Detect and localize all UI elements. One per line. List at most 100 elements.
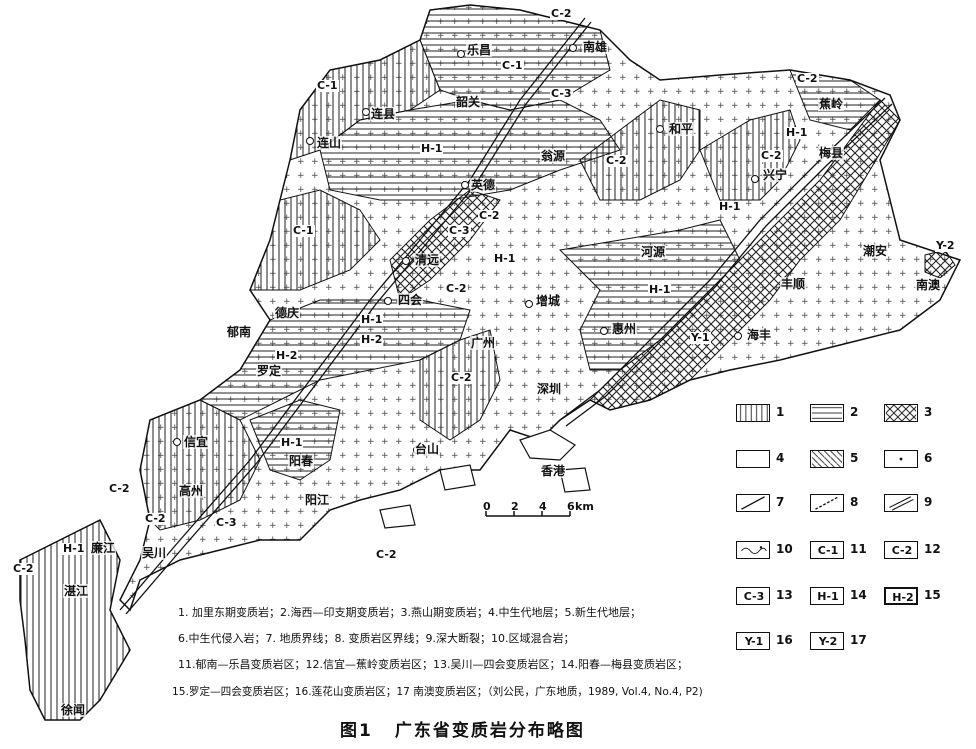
city-dot <box>734 332 742 340</box>
zone-c2-southwest <box>139 399 261 531</box>
city-dot <box>384 297 392 305</box>
legend-code-box: Y-1 <box>736 632 770 650</box>
legend-number: 3 <box>924 405 933 419</box>
zone-label: H-1 <box>360 313 384 326</box>
legend-number: 15 <box>924 588 941 602</box>
coastal-islands <box>379 429 591 529</box>
zone-label: H-2 <box>360 333 384 346</box>
legend-swatch-blank <box>736 450 770 468</box>
zone-label: C-3 <box>215 516 238 529</box>
zone-h1-north <box>319 99 621 201</box>
legend-code-box: H-2 <box>884 587 918 605</box>
legend-explanation-line-3: 11.郁南—乐昌变质岩区；12.信宜—蕉岭变质岩区；13.吴川—四会变质岩区；1… <box>178 658 688 671</box>
city-luoding: 罗定 <box>256 364 283 378</box>
legend-code: Y-1 <box>744 635 764 648</box>
deep-fault-north <box>119 17 592 615</box>
city-chaoan: 潮安 <box>862 244 889 258</box>
city-dot <box>173 438 181 446</box>
city-fengshun: 丰顺 <box>780 277 807 291</box>
zone-label: H-1 <box>62 542 86 555</box>
scale-tick: 4 <box>539 500 547 513</box>
city-xuwen: 徐闻 <box>60 703 87 717</box>
legend-number: 17 <box>850 633 867 647</box>
scale-tick: 2 <box>511 500 519 513</box>
legend-code: C-2 <box>891 544 913 557</box>
city-wuchuan: 吴川 <box>141 546 168 560</box>
legend-swatch-mixed <box>736 541 770 559</box>
legend-number: 16 <box>776 633 793 647</box>
zone-label: C-2 <box>605 154 628 167</box>
city-nanxiong: 南雄 <box>582 40 609 54</box>
legend-swatch-vertical <box>736 404 770 422</box>
zone-label: H-1 <box>493 252 517 265</box>
city-shenzhen: 深圳 <box>536 382 563 396</box>
city-deqing: 德庆 <box>274 306 301 320</box>
zone-label: H-1 <box>718 200 742 213</box>
legend-explanation-line-1: 1. 加里东期变质岩；2.海西—印支期变质岩；3.燕山期变质岩；4.中生代地层；… <box>178 606 641 619</box>
zone-label: H-1 <box>785 126 809 139</box>
figure-title: 广东省变质岩分布略图 <box>394 721 585 741</box>
city-xinyi: 信宜 <box>183 435 210 449</box>
zone-label: H-2 <box>275 349 299 362</box>
legend-number: 12 <box>924 542 941 556</box>
zone-label: C-3 <box>448 224 471 237</box>
legend-number: 14 <box>850 588 867 602</box>
city-yangchun: 阳春 <box>288 454 315 468</box>
zone-label: C-1 <box>292 224 315 237</box>
city-dot <box>751 175 759 183</box>
zone-label: C-2 <box>144 512 167 525</box>
zone-label: C-2 <box>108 482 131 495</box>
city-taishan: 台山 <box>414 442 441 456</box>
city-lianxian: 连县 <box>370 107 397 121</box>
legend-code-box: C-3 <box>736 587 770 605</box>
deep-fault-east <box>559 97 893 427</box>
legend-code: H-2 <box>892 591 914 604</box>
city-dot <box>402 257 410 265</box>
leizhou-peninsula <box>19 518 131 721</box>
legend-swatch-crosshatch <box>884 404 918 422</box>
city-zhanjiang: 湛江 <box>63 584 90 598</box>
legend-swatch-horizontal <box>810 404 844 422</box>
zone-label: C-2 <box>796 72 819 85</box>
city-jiaoling: 蕉岭 <box>818 97 845 111</box>
city-dot <box>525 300 533 308</box>
city-dot <box>656 125 664 133</box>
legend-number: 7 <box>776 495 785 509</box>
legend-code-box: H-1 <box>810 587 844 605</box>
city-dot <box>461 181 469 189</box>
legend-number: 6 <box>924 451 933 465</box>
scale-tick: 6 <box>567 500 575 513</box>
legend-code: H-1 <box>817 590 839 603</box>
city-shaoguan: 韶关 <box>455 95 482 109</box>
city-yangjiang: 阳江 <box>304 493 331 507</box>
city-yingde: 英德 <box>470 178 497 192</box>
zone-label: C-3 <box>550 87 573 100</box>
scale-unit: km <box>575 500 594 513</box>
zone-c2-guangzhou <box>419 329 501 441</box>
legend-swatch-diagonal <box>810 450 844 468</box>
legend-number: 5 <box>850 451 859 465</box>
legend-number: 11 <box>850 542 867 556</box>
legend-code-box: C-2 <box>884 541 918 559</box>
figure-number: 图1 <box>340 721 373 741</box>
legend-swatch-dashed-line <box>810 494 844 512</box>
city-lianjiang: 廉江 <box>90 541 117 555</box>
zone-label: C-2 <box>12 562 35 575</box>
zone-label: Y-1 <box>690 331 711 344</box>
zone-label: C-2 <box>375 548 398 561</box>
legend-code: Y-2 <box>818 635 838 648</box>
city-heyuan: 河源 <box>640 245 667 259</box>
city-wengyuan: 翁源 <box>540 149 567 163</box>
legend-number: 13 <box>776 588 793 602</box>
city-zengcheng: 增城 <box>535 294 562 308</box>
zone-label: H-1 <box>648 283 672 296</box>
city-nanao: 南澳 <box>915 278 942 292</box>
zone-label: C-2 <box>445 282 468 295</box>
city-dot <box>569 44 577 52</box>
zone-label: H-1 <box>420 142 444 155</box>
legend-swatch-dot <box>884 450 918 468</box>
legend-number: 10 <box>776 542 793 556</box>
city-meixian: 梅县 <box>818 146 845 160</box>
zone-label: C-1 <box>501 59 524 72</box>
zone-label: C-2 <box>478 209 501 222</box>
